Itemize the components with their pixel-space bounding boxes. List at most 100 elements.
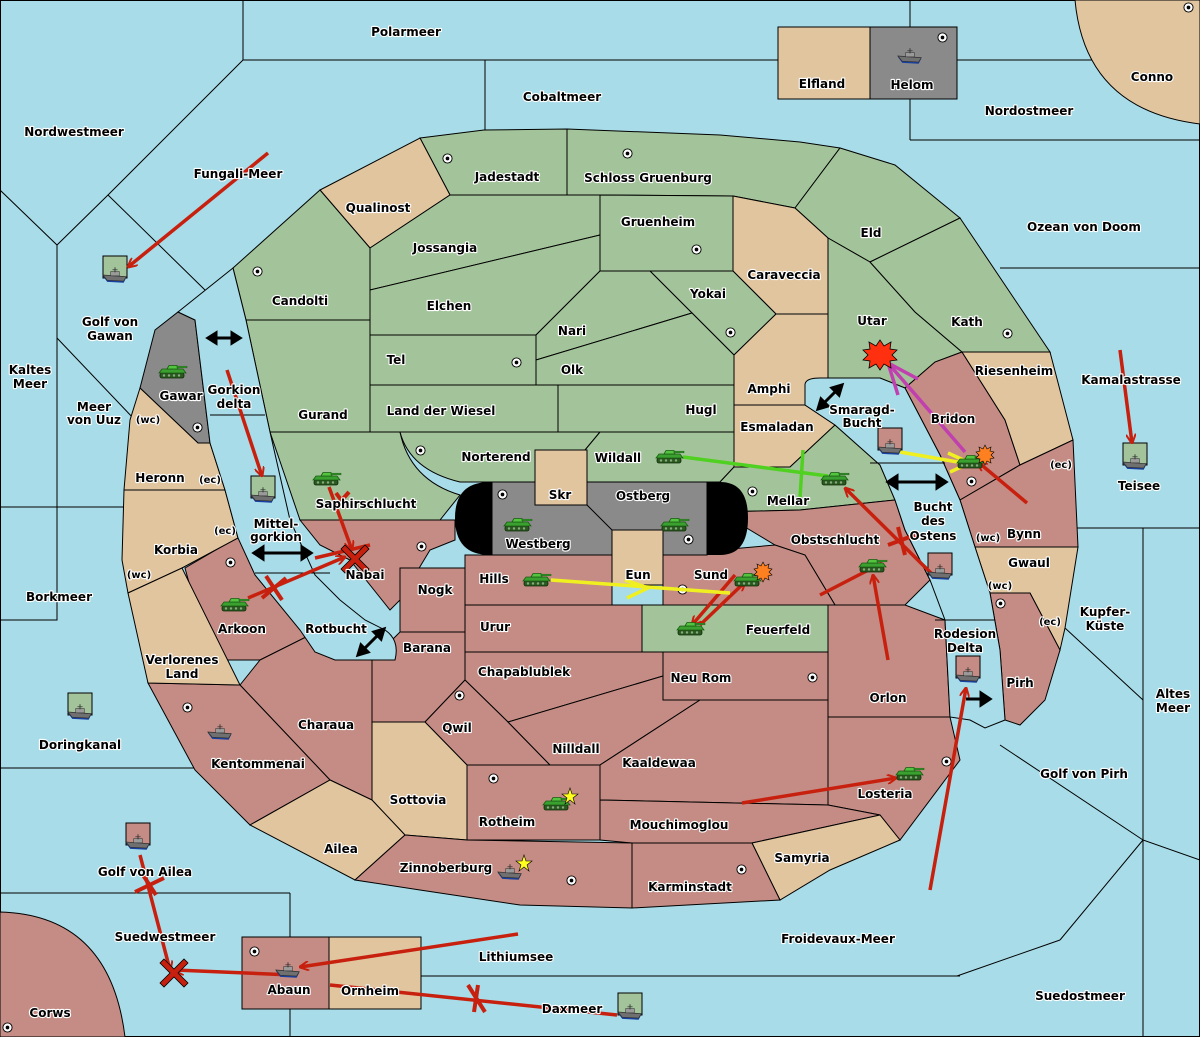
label-altes-meer: Altes (1156, 687, 1190, 701)
province-karminstadt[interactable] (631, 842, 781, 909)
label-rodesion-delta: Rodesion (934, 627, 996, 641)
supply-center-icon (454, 690, 465, 701)
label-mittelgorkion-2: gorkion (250, 530, 302, 544)
province-skr[interactable] (534, 449, 588, 506)
supply-center-icon (249, 946, 260, 957)
label-jossangia: Jossangia (412, 241, 477, 255)
label-nabai: Nabai (346, 568, 385, 582)
label-bucht-des-ostens: Bucht (913, 500, 952, 514)
label-ostberg: Ostberg (616, 489, 670, 503)
supply-center-icon (937, 32, 948, 43)
label-korbia-west-coast: (wc) (127, 570, 151, 581)
label-cobaltmeer: Cobaltmeer (523, 90, 601, 104)
supply-center-icon (995, 598, 1006, 609)
label-nordostmeer: Nordostmeer (985, 104, 1074, 118)
province-gruenheim[interactable] (599, 194, 734, 272)
label-pirh: Pirh (1006, 676, 1033, 690)
label-caraveccia: Caraveccia (747, 268, 820, 282)
label-kath: Kath (951, 315, 983, 329)
supply-center-icon (941, 756, 952, 767)
label-sottovia: Sottovia (390, 793, 447, 807)
supply-center-icon (182, 702, 193, 713)
label-heronn: Heronn (135, 471, 184, 485)
label-meer-von-uuz: Meer (77, 400, 111, 414)
label-bucht-des-ostens-3: Ostens (910, 529, 957, 543)
supply-center-icon (736, 864, 747, 875)
label-mouchimoglou: Mouchimoglou (630, 818, 729, 832)
supply-center-icon (622, 148, 633, 159)
label-eld: Eld (861, 226, 882, 240)
adjacency-arrows (205, 330, 993, 708)
label-rodesion-delta-2: Delta (947, 641, 983, 655)
label-korbia: Korbia (154, 543, 198, 557)
label-abaun: Abaun (267, 983, 310, 997)
supply-center-icon (691, 244, 702, 255)
supply-center-icon (497, 489, 508, 500)
labels: Polarmeer Cobaltmeer Elfland Helom Conno… (8, 24, 1192, 1021)
status-markers (515, 339, 995, 872)
label-polarmeer: Polarmeer (371, 25, 441, 39)
label-suedostmeer: Suedostmeer (1035, 989, 1125, 1003)
label-skr: Skr (549, 488, 572, 502)
supply-center-icon (416, 541, 427, 552)
orders-red (128, 151, 1132, 1017)
label-golf-von-pirh: Golf von Pirh (1040, 767, 1128, 781)
label-corws: Corws (29, 1006, 70, 1020)
label-teisee: Teisee (1118, 479, 1160, 493)
label-obstschlucht: Obstschlucht (791, 533, 880, 547)
label-nari: Nari (558, 324, 586, 338)
supply-center-icon (488, 773, 499, 784)
label-hills: Hills (479, 572, 509, 586)
label-ailea: Ailea (324, 842, 358, 856)
star-icon (561, 787, 579, 805)
label-borkmeer: Borkmeer (26, 590, 92, 604)
label-esmaladan: Esmaladan (740, 420, 813, 434)
label-chapablublek: Chapablublek (478, 665, 571, 679)
label-golf-von-ailea: Golf von Ailea (98, 865, 192, 879)
province-verlorenes-land[interactable] (127, 567, 241, 686)
province-nogk[interactable] (399, 567, 466, 633)
label-kaltes-meer-2: Meer (13, 377, 47, 391)
failed-order-markers (134, 490, 916, 1014)
label-bynn-east-coast: (ec) (1050, 460, 1072, 471)
label-yokai: Yokai (689, 287, 726, 301)
label-gwaul: Gwaul (1008, 556, 1050, 570)
label-candolti: Candolti (272, 294, 328, 308)
label-lithiumsee: Lithiumsee (479, 950, 554, 964)
province-ornheim[interactable] (328, 936, 422, 1010)
label-wildall: Wildall (595, 451, 641, 465)
label-charaua: Charaua (298, 718, 354, 732)
province-corws[interactable] (0, 911, 126, 1037)
label-bridon: Bridon (931, 412, 976, 426)
label-helom: Helom (890, 78, 933, 92)
supply-center-icon (966, 476, 977, 487)
label-urur: Urur (480, 620, 510, 634)
province-ailea[interactable] (248, 779, 406, 881)
label-feuerfeld: Feuerfeld (746, 623, 811, 637)
explosion-icon (975, 444, 995, 466)
label-doringkanal: Doringkanal (39, 738, 121, 752)
explosion-icon (862, 339, 898, 371)
label-kupfer-kueste-2: Küste (1086, 619, 1125, 633)
label-heronn-east-coast: (ec) (199, 475, 221, 486)
label-qualinost: Qualinost (346, 201, 411, 215)
supply-center-icon (1002, 328, 1013, 339)
label-arkoon: Arkoon (218, 622, 266, 636)
label-utar: Utar (857, 314, 887, 328)
fleet-flags (67, 255, 1148, 1016)
label-eun: Eun (625, 568, 650, 582)
sea-gorkion-channel[interactable] (177, 267, 397, 661)
province-conno[interactable] (1074, 0, 1200, 125)
label-land-der-wiesel: Land der Wiesel (387, 404, 496, 418)
label-elfland: Elfland (799, 77, 845, 91)
sea-east-channel[interactable] (804, 377, 1006, 729)
red-territories (147, 351, 1079, 909)
label-samyria: Samyria (774, 851, 829, 865)
label-altes-meer-2: Meer (1156, 701, 1190, 715)
label-kamalastrasse: Kamalastrasse (1081, 373, 1181, 387)
province-elfland[interactable] (777, 26, 871, 100)
label-gwaul-west-coast: (wc) (988, 581, 1012, 592)
label-kaaldewaa: Kaaldewaa (622, 756, 696, 770)
